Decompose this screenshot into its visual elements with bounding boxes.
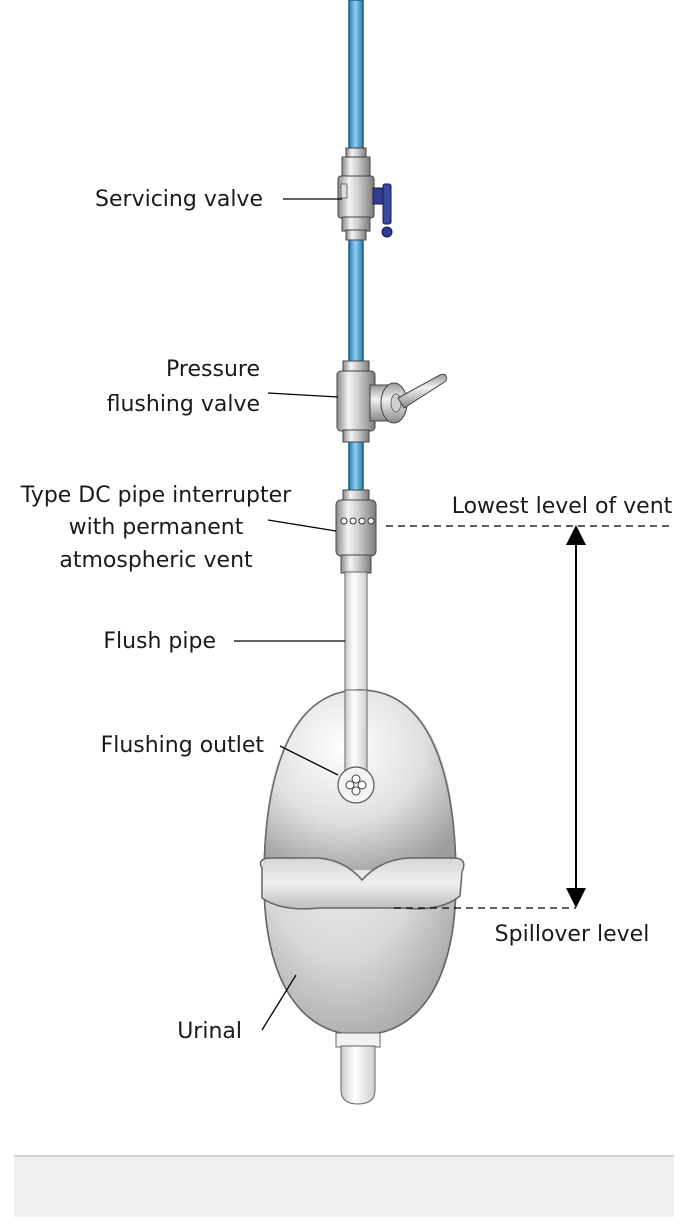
label-spillover: Spillover level — [495, 922, 650, 947]
footer-bar — [14, 1155, 674, 1217]
label-lowest-level: Lowest level of vent — [452, 494, 673, 519]
leader-interrupter — [267, 519, 337, 532]
label-interrupter-line1: Type DC pipe interrupter — [20, 483, 292, 508]
label-pressure-valve-line1: Pressure — [166, 357, 260, 382]
servicing-valve-handle — [372, 183, 393, 238]
label-flush-pipe: Flush pipe — [103, 629, 216, 654]
leader-lines — [234, 198, 345, 1031]
leader-flushing-outlet — [279, 745, 339, 776]
leader-pressure-valve — [267, 392, 339, 398]
label-urinal: Urinal — [177, 1019, 242, 1044]
label-servicing-valve: Servicing valve — [95, 187, 263, 212]
label-interrupter-line2: with permanent — [69, 515, 244, 540]
leader-urinal — [261, 974, 297, 1031]
flushing-outlet — [337, 766, 375, 804]
label-interrupter-line3: atmospheric vent — [59, 548, 253, 573]
pipe-interrupter — [335, 489, 377, 574]
atmospheric-vent-holes — [340, 517, 375, 525]
label-pressure-valve-line2: flushing valve — [107, 392, 260, 417]
label-flushing-outlet: Flushing outlet — [101, 733, 265, 758]
pressure-flushing-valve — [336, 360, 447, 443]
waste-outlet — [335, 1032, 381, 1105]
servicing-valve — [337, 147, 375, 241]
urinal-front-lip — [259, 857, 465, 910]
